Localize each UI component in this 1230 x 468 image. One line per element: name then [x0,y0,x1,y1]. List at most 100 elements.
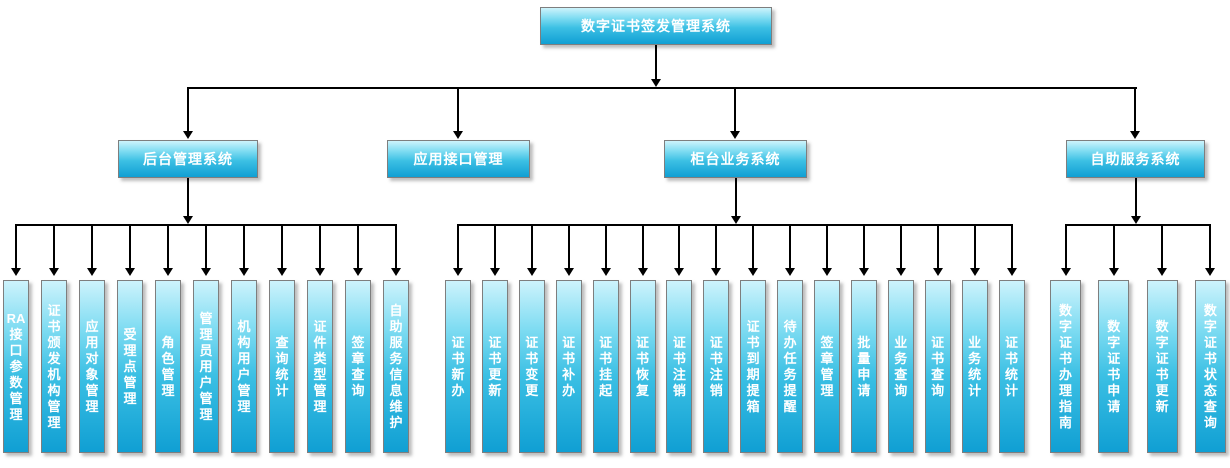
arrowhead-down-icon [87,268,97,276]
org-node: 签章管理 [814,280,840,453]
org-node: 签章查询 [345,280,371,453]
connector-line [862,226,865,268]
connector-line [15,226,17,268]
level2-node-selfservice: 自助服务系统 [1066,140,1205,178]
arrowhead-down-icon [822,268,832,276]
org-node: 数字证书状态查询 [1194,280,1226,453]
root-node-label: 数字证书签发管理系统 [581,18,731,34]
arrowhead-down-icon [277,268,287,276]
org-node: 证书注销 [666,280,693,453]
org-node: 证书恢复 [629,280,656,453]
connector-line [187,178,189,216]
connector-line [53,226,55,268]
connector-line [973,226,976,268]
org-node: 业务统计 [961,280,988,453]
arrowhead-down-icon [600,268,611,276]
org-node-label: 证书注销 [709,334,723,398]
org-node: 批量申请 [850,280,877,453]
arrowhead-down-icon [711,268,722,276]
connector-line [91,226,93,268]
org-node: 证书到期提箱 [740,280,767,453]
org-node: 角色管理 [155,280,181,453]
arrowhead-down-icon [453,268,463,276]
org-node-label: 证书注销 [672,334,686,398]
arrowhead-down-icon [637,268,648,276]
org-node-label: 证书到期提箱 [746,318,760,414]
org-node: 证书统计 [998,280,1025,453]
arrowhead-down-icon [563,268,574,276]
connector-line [457,226,459,268]
org-node: 机构用户管理 [231,280,257,453]
org-node-label: 签章查询 [351,334,365,398]
org-node: 证件类型管理 [307,280,333,453]
org-node-label: 证书查询 [931,334,945,398]
org-node: 管理员用户管理 [193,280,219,453]
connector-line [187,87,1137,89]
arrowhead-down-icon [183,216,193,224]
arrowhead-down-icon [489,268,500,276]
org-node: 业务查询 [887,280,914,453]
arrowhead-down-icon [391,268,401,276]
org-node-label: 数字证书申请 [1107,318,1121,414]
arrowhead-down-icon [11,268,21,276]
connector-line [457,89,459,131]
connector-line [167,226,169,268]
org-node: 应用对象管理 [79,280,105,453]
connector-line [826,226,828,268]
root-node: 数字证书签发管理系统 [540,7,772,45]
connector-line [281,226,283,268]
org-node-label: 证书补办 [562,334,576,398]
arrowhead-down-icon [858,268,869,276]
arrowhead-down-icon [201,268,211,276]
connector-line [1134,89,1136,131]
connector-line [899,226,902,268]
arrowhead-down-icon [163,268,173,276]
arrowhead-down-icon [932,268,943,276]
arrowhead-down-icon [1108,268,1119,276]
arrowhead-down-icon [125,268,135,276]
arrowhead-down-icon [1006,268,1017,276]
connector-line [457,224,1013,226]
connector-line [734,178,737,216]
org-node-label: 数字证书状态查询 [1203,302,1217,430]
org-node-label: 证书恢复 [635,334,649,398]
arrowhead-down-icon [1157,268,1168,276]
arrowhead-down-icon [969,268,980,276]
org-node: 证书补办 [555,280,582,453]
org-node-label: 业务统计 [968,334,982,398]
arrowhead-down-icon [353,268,363,276]
connector-line [734,89,736,131]
org-node-label: 受理点管理 [123,326,137,406]
connector-line [205,226,207,268]
org-node-label: 证书颁发机构管理 [47,302,61,430]
arrowhead-down-icon [49,268,59,276]
org-node-label: 数字证书办理指南 [1058,302,1072,430]
connector-line [187,89,189,131]
level2-node-counter-label: 柜台业务系统 [690,151,781,167]
level2-node-backend: 后台管理系统 [118,140,258,178]
org-node-label: 角色管理 [161,334,175,398]
connector-line [357,226,359,268]
org-node-label: 数字证书更新 [1155,318,1169,414]
connector-line [1112,226,1115,268]
connector-line [715,226,718,268]
arrowhead-down-icon [1130,216,1141,224]
connector-line [493,226,496,268]
org-node-label: 机构用户管理 [237,318,251,414]
org-node-label: 查询统计 [275,334,289,398]
connector-line [641,226,644,268]
org-node: 数字证书办理指南 [1050,280,1081,453]
connector-line [752,226,755,268]
connector-line [567,226,570,268]
arrowhead-down-icon [895,268,906,276]
connector-line [1010,226,1013,268]
level2-node-counter: 柜台业务系统 [664,140,807,178]
org-node-label: 证件类型管理 [313,318,327,414]
arrowhead-down-icon [674,268,685,276]
org-node: 待办任务提醒 [777,280,804,453]
connector-line [655,45,657,79]
connector-line [129,226,131,268]
level2-node-api: 应用接口管理 [387,140,530,178]
